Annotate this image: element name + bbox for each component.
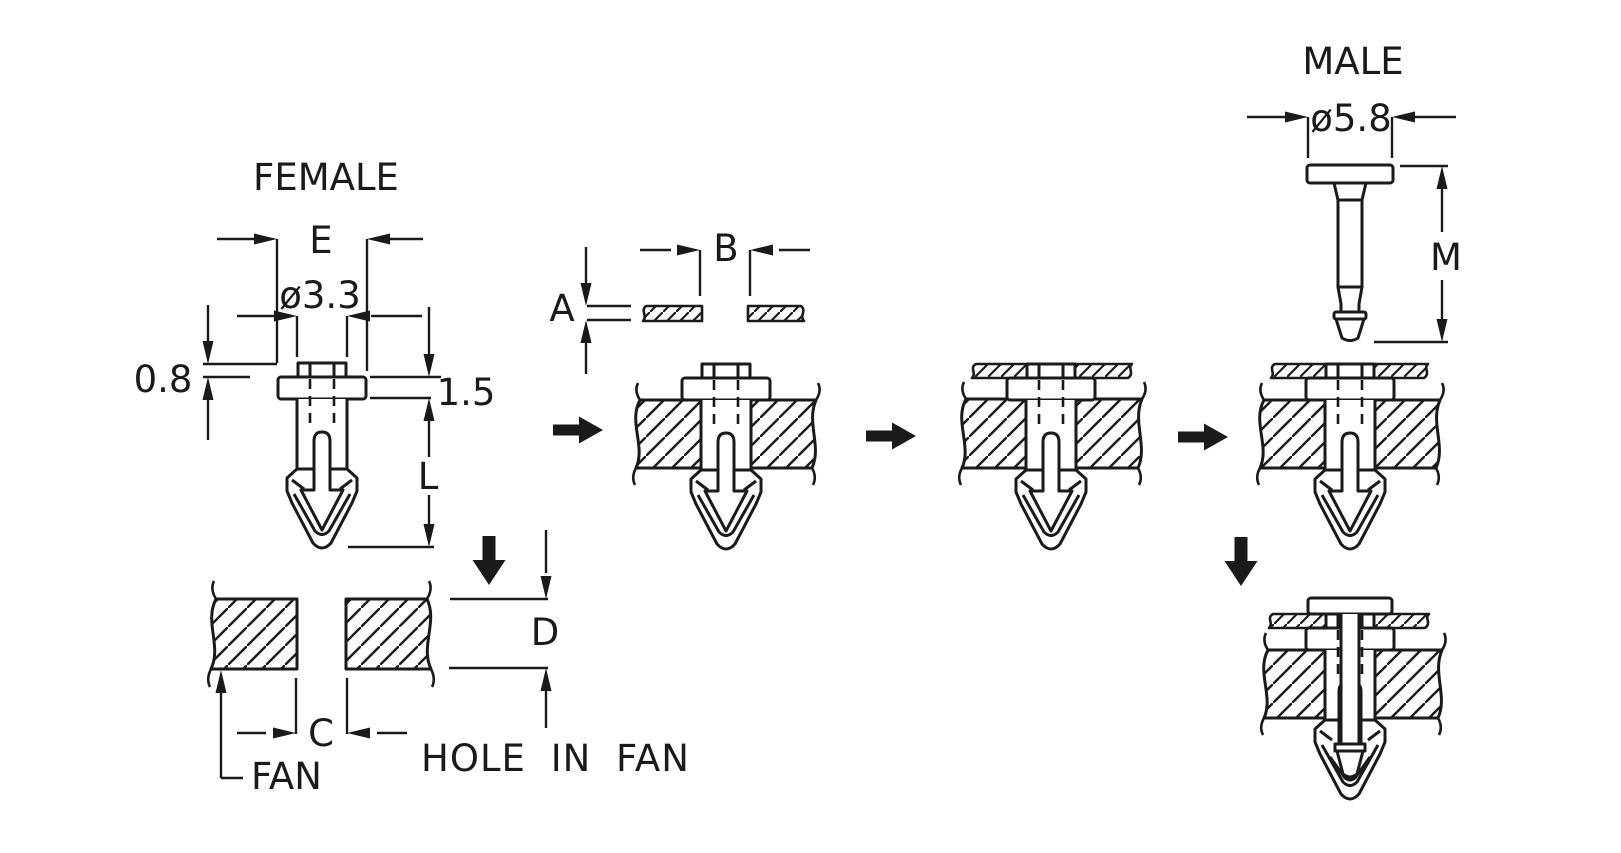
female-title: FEMALE — [253, 156, 399, 199]
dim-head-diameter: ø5.8 — [1247, 97, 1456, 158]
dim-hole-width: C — [237, 678, 407, 755]
female-part-view: FEMALE E ø3.3 0.8 — [134, 156, 495, 550]
step-rivet-in-fan — [553, 362, 821, 551]
fan-section-left — [209, 597, 299, 671]
hole-in-fan-label: HOLE IN FAN — [421, 737, 690, 780]
dim-length-label: L — [418, 455, 439, 498]
dim-flange-thickness-label: 1.5 — [437, 371, 496, 414]
board-section-left — [641, 304, 704, 323]
female-rivet-drawing — [276, 361, 368, 550]
dim-hole-width-label: C — [308, 712, 334, 755]
dim-fan-thickness-label: D — [531, 611, 560, 654]
dim-e: E — [217, 219, 423, 371]
dim-flange-thickness: 1.5 — [370, 307, 495, 457]
fan-label: FAN — [251, 755, 322, 798]
dim-boss-diameter: ø3.3 — [237, 274, 422, 357]
male-part-view: MALE ø5.8 M — [1247, 40, 1462, 344]
dim-pin-length: M — [1374, 164, 1462, 344]
flow-arrow-right-icon — [553, 416, 603, 444]
dim-length: L — [348, 455, 439, 549]
board-detail-view: A B — [549, 227, 810, 374]
dim-boss-height-label: 0.8 — [134, 358, 193, 401]
male-pin-drawing — [1305, 163, 1395, 342]
flow-arrow-right-icon — [1178, 423, 1228, 451]
step-pin-above-assembly — [1178, 362, 1445, 586]
flow-arrow-right-icon — [866, 422, 916, 450]
dim-boss-diameter-label: ø3.3 — [279, 274, 360, 317]
press-direction-down-arrow-icon — [1224, 537, 1258, 586]
step-board-on-rivet — [866, 362, 1147, 551]
dim-boss-height: 0.8 — [134, 305, 277, 440]
final-assembly-view — [1259, 596, 1447, 801]
board-section-right — [746, 304, 806, 323]
insert-direction-down-arrow-icon — [472, 536, 506, 585]
dim-e-label: E — [309, 219, 332, 262]
dim-head-diameter-label: ø5.8 — [1310, 97, 1391, 140]
dim-board-hole-label: B — [713, 227, 738, 270]
fan-section-right — [344, 597, 433, 671]
dim-board-thickness: A — [549, 247, 631, 374]
dim-board-thickness-label: A — [549, 287, 574, 330]
male-title: MALE — [1302, 40, 1403, 83]
dim-board-hole: B — [640, 227, 810, 296]
fan-leader: FAN — [215, 670, 322, 798]
fan-hole-view: C FAN D HOLE IN FAN — [206, 530, 690, 798]
dim-pin-length-label: M — [1430, 236, 1462, 279]
dim-fan-thickness: D — [449, 530, 559, 728]
